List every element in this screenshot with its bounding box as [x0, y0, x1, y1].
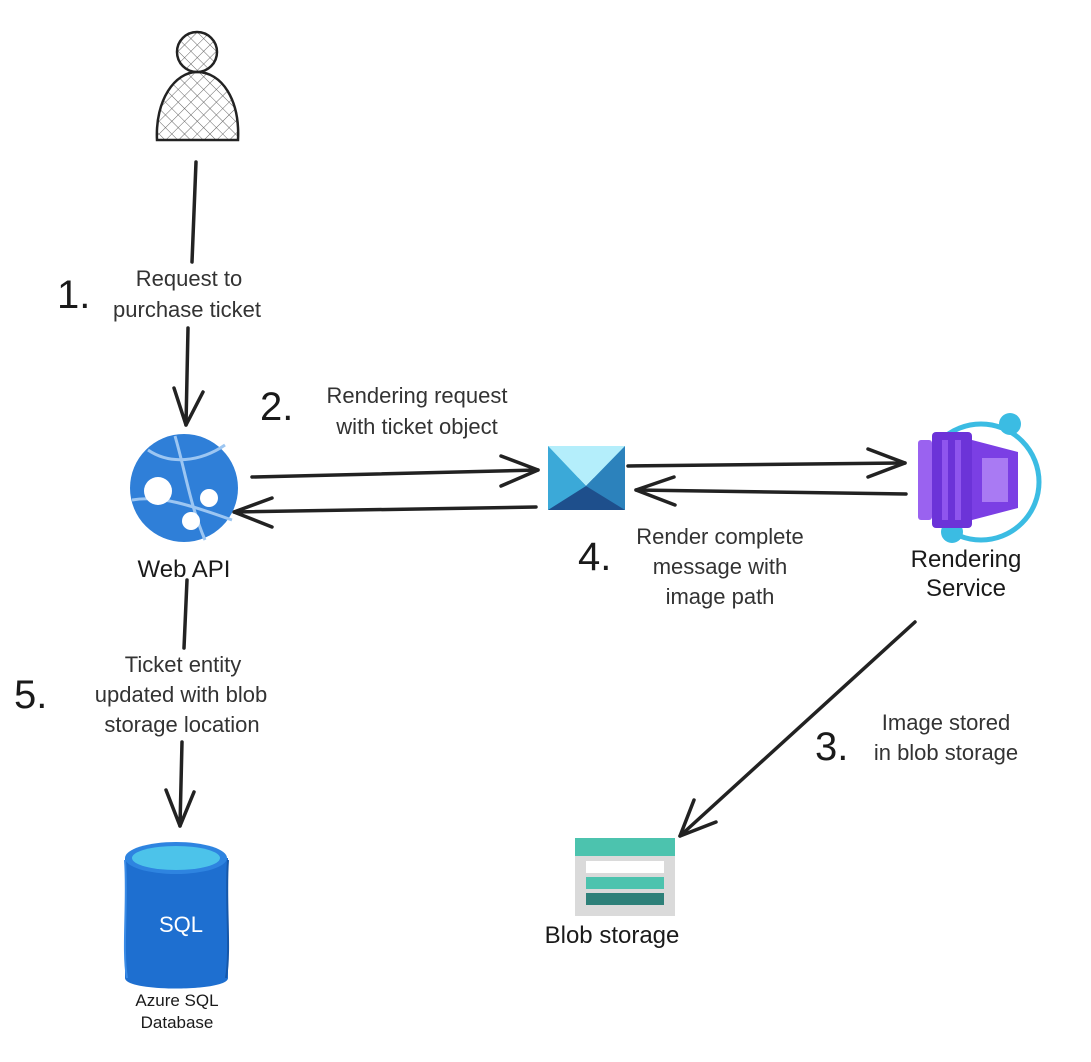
step4-number: 4. — [578, 535, 611, 579]
edge-step4-queue-to-api — [232, 496, 538, 529]
rendering-service-label-line2: Service — [926, 575, 1006, 602]
edge-step2 — [250, 454, 540, 488]
sql-icon-text: SQL — [159, 912, 203, 937]
edge-step5 — [164, 578, 196, 828]
step5-line3: storage location — [104, 712, 259, 737]
step4-line2: message with — [653, 554, 788, 579]
edge-queue-to-service — [626, 447, 907, 479]
step4-line1: Render complete — [636, 524, 804, 549]
step5-number: 5. — [14, 673, 47, 717]
sql-database-icon — [123, 842, 230, 989]
rendering-service-label-line1: Rendering — [911, 546, 1022, 573]
edge-step1 — [172, 160, 205, 427]
step2-number: 2. — [260, 385, 293, 429]
step2-line2: with ticket object — [335, 414, 497, 439]
step4-line3: image path — [666, 584, 775, 609]
blob-storage-icon — [575, 838, 675, 916]
step1-number: 1. — [57, 273, 90, 317]
step3-number: 3. — [815, 725, 848, 769]
sql-label-line1: Azure SQL — [135, 991, 218, 1010]
step3-line1: Image stored — [882, 710, 1010, 735]
step1-line1: Request to — [136, 266, 242, 291]
step2-line1: Rendering request — [326, 383, 507, 408]
user-icon — [155, 30, 240, 142]
edge-step4-service-to-queue — [634, 475, 908, 507]
web-api-icon — [130, 434, 238, 542]
step5-line1: Ticket entity — [125, 652, 242, 677]
web-api-label: Web API — [138, 556, 231, 583]
queue-icon — [548, 446, 625, 510]
step3-line2: in blob storage — [874, 740, 1018, 765]
sql-label-line2: Database — [141, 1013, 214, 1032]
step1-line2: purchase ticket — [113, 297, 261, 322]
step5-line2: updated with blob — [95, 682, 267, 707]
edge-step3 — [678, 620, 917, 838]
blob-storage-label: Blob storage — [545, 922, 680, 949]
rendering-service-icon — [918, 413, 1042, 543]
